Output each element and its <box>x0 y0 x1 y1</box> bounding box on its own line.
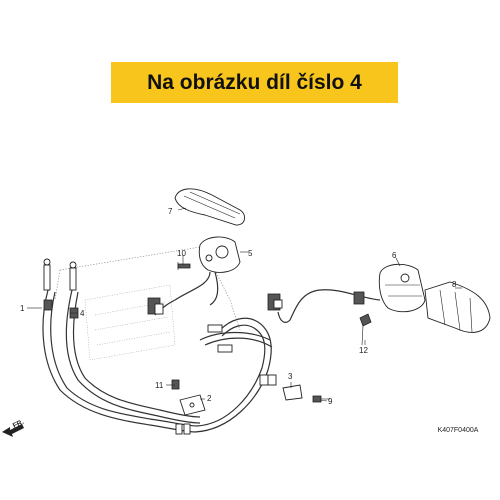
front-direction-arrow-icon: FR. <box>2 419 25 437</box>
diagram-code: K407F0400A <box>438 427 479 434</box>
screw-10 <box>177 262 191 270</box>
callout-6: 6 <box>392 251 397 260</box>
bracket-2 <box>179 394 206 416</box>
callout-11: 11 <box>155 381 164 390</box>
connector-right-2 <box>353 291 365 305</box>
callout-2: 2 <box>207 394 212 403</box>
callout-10: 10 <box>177 249 186 258</box>
connector-right <box>267 293 283 311</box>
callout-5: 5 <box>248 249 253 258</box>
handlebar-dotted-outline <box>54 246 241 331</box>
part-number-banner: Na obrázku díl číslo 4 <box>111 62 398 103</box>
leader-lines <box>27 207 462 402</box>
callout-3: 3 <box>288 372 293 381</box>
switch-harness <box>277 289 381 323</box>
grip-8 <box>424 281 491 333</box>
clamp-3 <box>282 384 303 401</box>
callout-4: 4 <box>80 309 85 318</box>
connector-left <box>147 297 164 315</box>
callout-12: 12 <box>359 346 368 355</box>
throttle-cables <box>42 289 273 433</box>
switch-housing-right <box>378 263 426 313</box>
callout-7: 7 <box>168 207 173 216</box>
hatched-background-part <box>84 284 176 361</box>
screw-12 <box>359 313 372 346</box>
callout-1: 1 <box>20 304 25 313</box>
front-direction-label: FR. <box>12 419 25 430</box>
throttle-grip <box>174 188 246 226</box>
throttle-wire-2 <box>209 271 219 306</box>
bolt-9 <box>312 395 330 403</box>
cable-ends <box>43 258 79 319</box>
cable-adjusters <box>175 324 277 435</box>
callout-8: 8 <box>452 280 457 289</box>
bolt-11 <box>171 379 180 390</box>
throttle-housing <box>198 236 241 273</box>
callout-9: 9 <box>328 397 333 406</box>
